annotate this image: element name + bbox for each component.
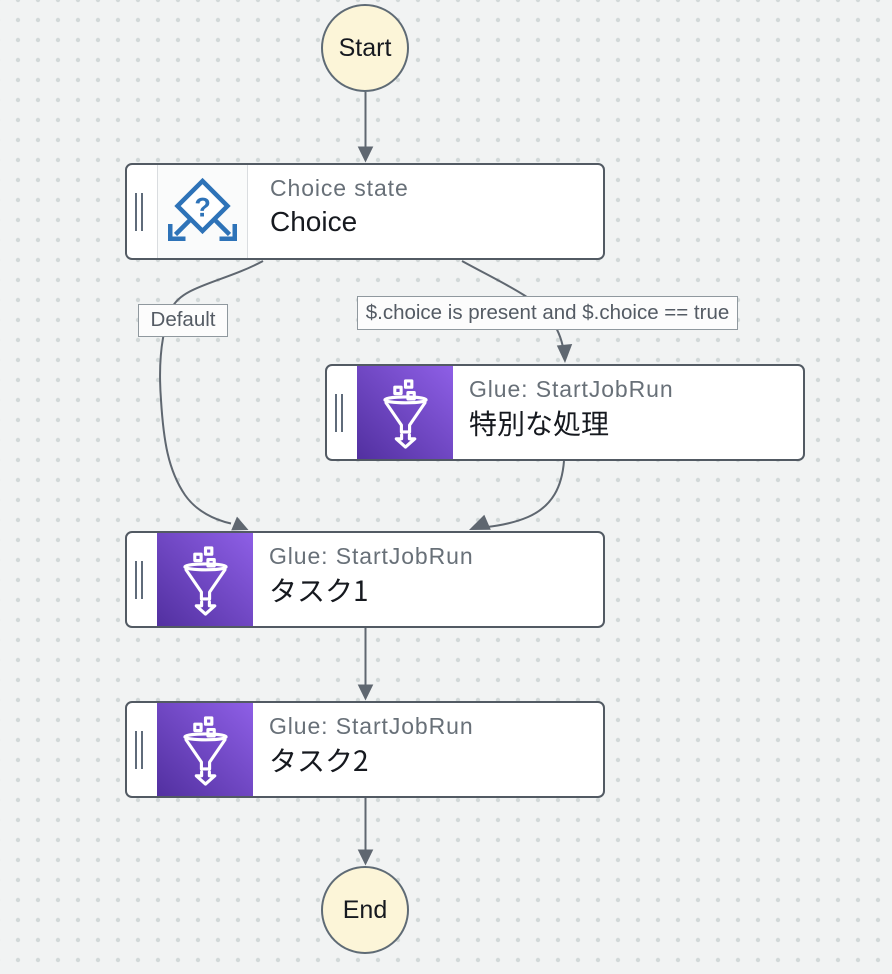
node-type-label: Glue: StartJobRun xyxy=(269,543,474,569)
glue-icon-cell xyxy=(157,703,253,796)
drag-handle-icon[interactable] xyxy=(127,165,157,258)
drag-handle-icon[interactable] xyxy=(327,366,357,459)
node-name: Choice xyxy=(270,206,358,237)
node-type-label: Choice state xyxy=(270,175,409,201)
edge-choice-default-to-task1 xyxy=(159,260,264,525)
state-node-special[interactable]: Glue: StartJobRun 特別な処理 xyxy=(325,364,805,461)
node-name-glyphs xyxy=(271,577,367,602)
glue-icon-cell xyxy=(357,366,453,459)
node-type-label: Glue: StartJobRun xyxy=(269,713,474,739)
arrowhead-icon xyxy=(231,516,249,531)
glue-funnel-icon xyxy=(382,378,428,449)
start-label: Start xyxy=(338,33,392,62)
node-type-label: Glue: StartJobRun xyxy=(469,376,674,402)
choice-branch-icon xyxy=(168,177,237,241)
node-name-glyphs xyxy=(271,747,368,772)
edge-special-to-task1 xyxy=(486,460,565,528)
arrowhead-icon xyxy=(357,849,374,866)
start-node: Start xyxy=(321,4,409,92)
glue-funnel-icon xyxy=(182,715,228,786)
drag-handle-icon[interactable] xyxy=(127,703,157,796)
end-label: End xyxy=(342,895,388,924)
glue-funnel-icon xyxy=(182,545,228,616)
choice-icon-cell xyxy=(157,165,248,258)
state-node-task1[interactable]: Glue: StartJobRun タスク1 xyxy=(125,531,605,628)
edge-label-choice-rule: $.choice is present and $.choice == true xyxy=(357,296,738,330)
arrowhead-icon xyxy=(357,146,374,163)
glue-icon-cell xyxy=(157,533,253,626)
node-name-glyphs xyxy=(469,410,609,436)
arrowhead-icon xyxy=(357,684,374,701)
drag-handle-icon[interactable] xyxy=(127,533,157,626)
state-node-task2[interactable]: Glue: StartJobRun タスク2 xyxy=(125,701,605,798)
state-node-choice[interactable]: Choice state Choice xyxy=(125,163,605,260)
end-node: End xyxy=(321,866,409,954)
edge-label-default: Default xyxy=(138,304,228,337)
arrowhead-icon xyxy=(556,344,573,363)
arrowhead-icon xyxy=(469,514,491,530)
